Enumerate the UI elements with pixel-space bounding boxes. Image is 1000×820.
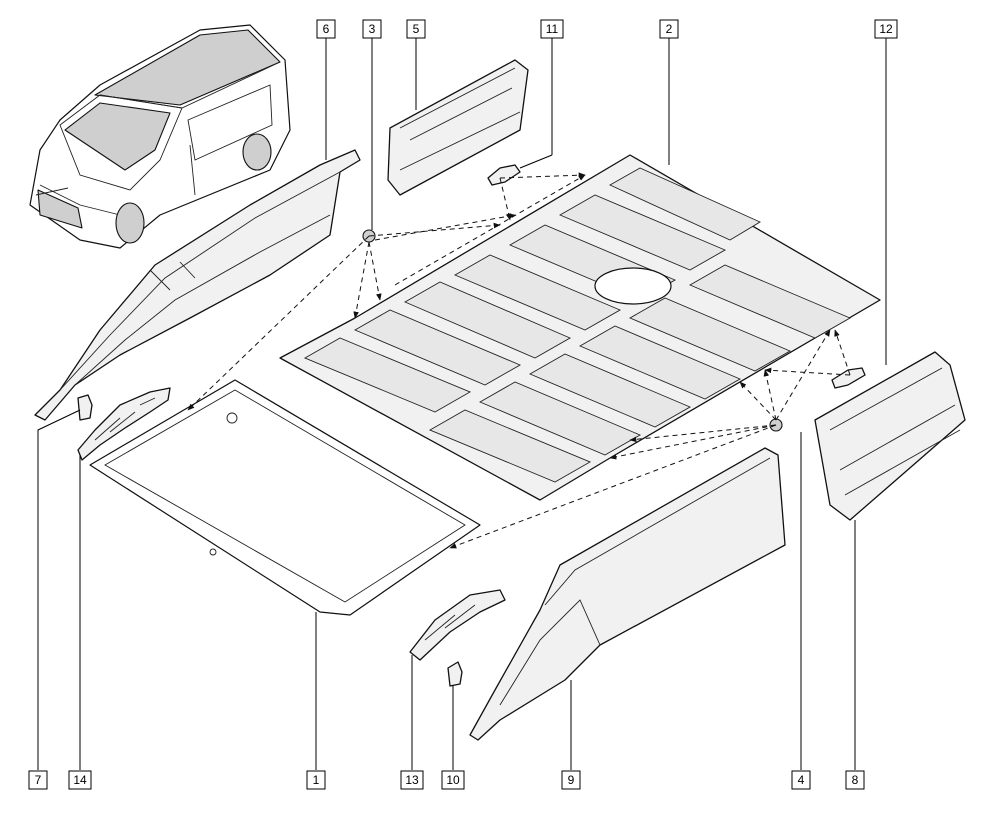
callout-12: 12	[874, 19, 898, 39]
callout-7: 7	[28, 770, 48, 790]
part-8-right-panel	[814, 351, 966, 521]
svg-text:13: 13	[405, 773, 419, 787]
callout-6: 6	[316, 19, 336, 39]
part-14-bracket	[77, 387, 171, 461]
callout-10: 10	[441, 770, 465, 790]
callout-13: 13	[400, 770, 424, 790]
callout-1: 1	[306, 770, 326, 790]
part-2-roof-inner-panel	[279, 154, 881, 501]
leader-11-bend	[519, 154, 553, 169]
part-6-left-roof-rail	[34, 149, 361, 421]
svg-text:1: 1	[313, 773, 320, 787]
part-13-bracket	[409, 589, 506, 661]
svg-text:3: 3	[369, 22, 376, 36]
van-illustration	[29, 24, 291, 249]
part-9-right-roof-rail	[469, 447, 786, 741]
callout-2: 2	[659, 19, 679, 39]
svg-text:9: 9	[568, 773, 575, 787]
part-10-clip	[447, 661, 463, 687]
part-5-upper-panel	[387, 59, 529, 196]
svg-text:7: 7	[35, 773, 42, 787]
svg-text:4: 4	[798, 773, 805, 787]
svg-text:12: 12	[879, 22, 893, 36]
part-1-headliner	[89, 379, 481, 616]
svg-text:14: 14	[73, 773, 87, 787]
part-11-clip	[487, 164, 521, 186]
svg-text:6: 6	[323, 22, 330, 36]
svg-text:2: 2	[666, 22, 673, 36]
callout-11: 11	[540, 19, 564, 39]
part-12-clip	[831, 367, 866, 389]
part-7-clip	[77, 394, 93, 421]
leader-7	[37, 409, 81, 770]
callout-3: 3	[362, 19, 382, 39]
callout-14: 14	[68, 770, 92, 790]
assembly-dashed-lines	[187, 172, 851, 549]
callout-9: 9	[561, 770, 581, 790]
callout-4: 4	[791, 770, 811, 790]
callout-5: 5	[406, 19, 426, 39]
callout-8: 8	[845, 770, 865, 790]
svg-text:5: 5	[413, 22, 420, 36]
svg-text:10: 10	[446, 773, 460, 787]
svg-text:8: 8	[852, 773, 859, 787]
svg-text:11: 11	[546, 22, 559, 36]
